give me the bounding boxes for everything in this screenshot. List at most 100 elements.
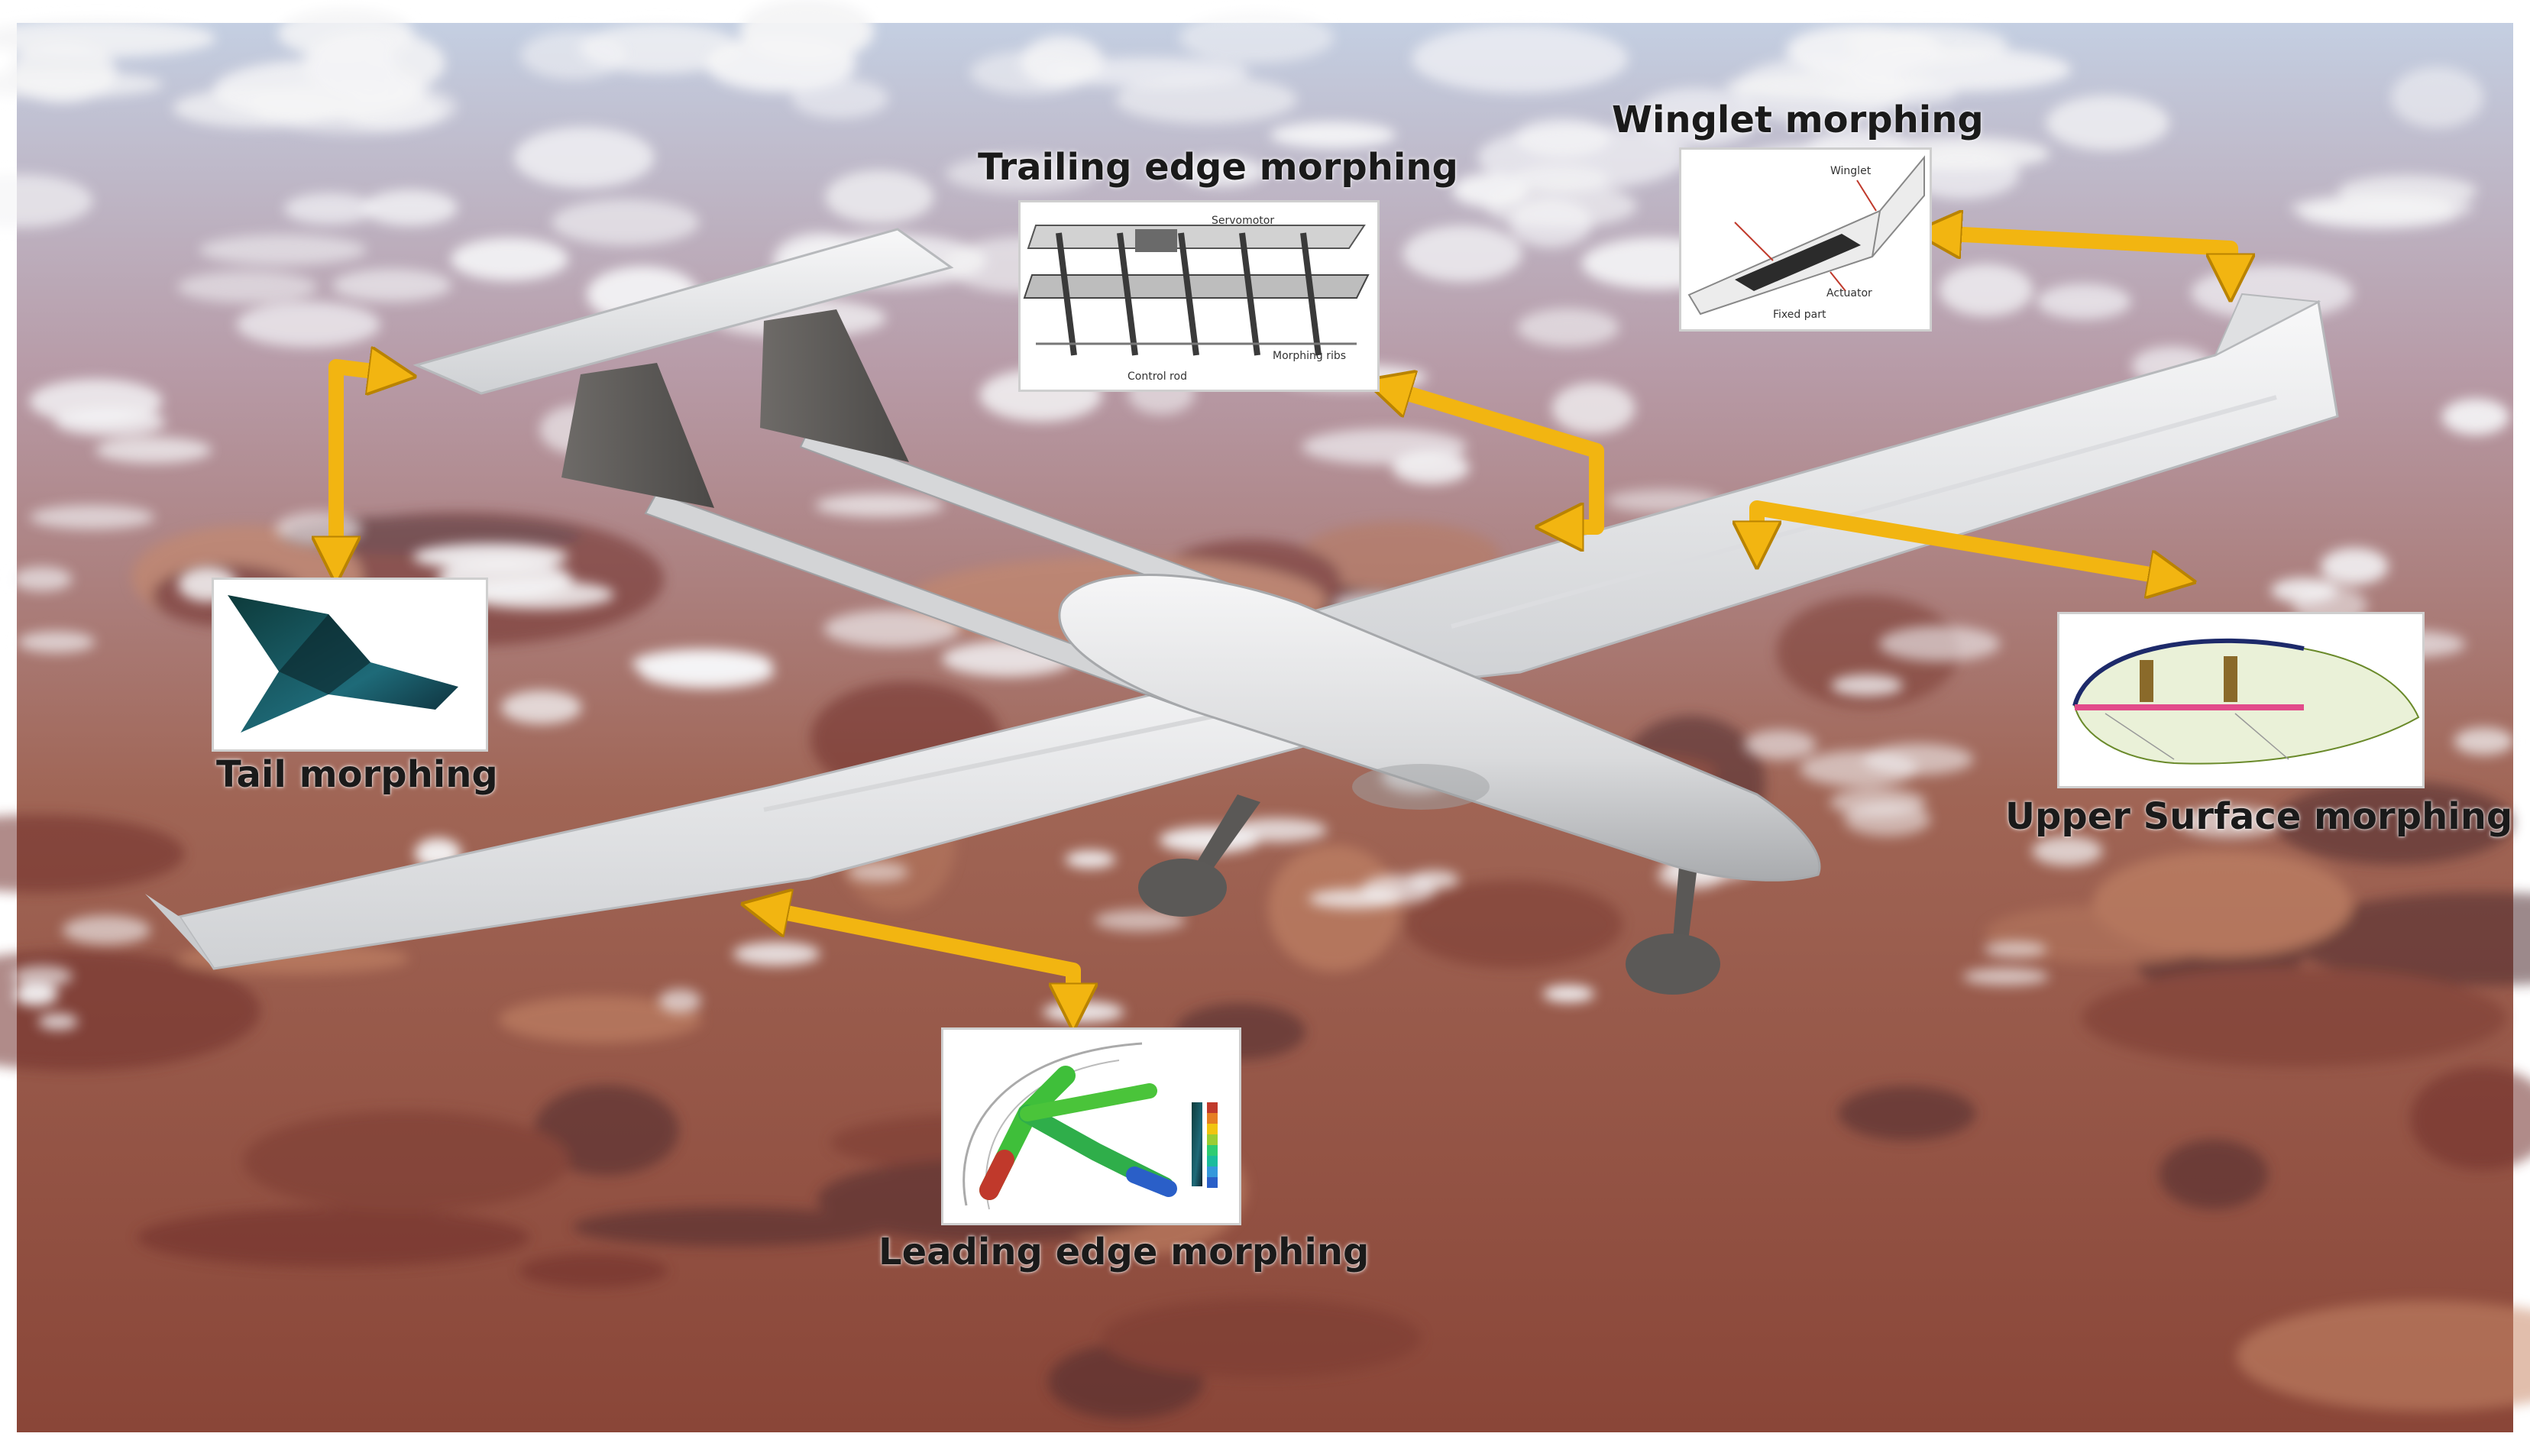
cloud <box>29 504 155 530</box>
cloud <box>1402 225 1522 282</box>
cloud <box>251 79 458 134</box>
colorbar-swatch <box>1207 1145 1218 1156</box>
cloud <box>2046 95 2169 150</box>
cloud <box>1845 25 2008 63</box>
terrain-patch <box>1267 845 1400 972</box>
cloud <box>791 78 889 119</box>
terrain-patch <box>2082 968 2506 1067</box>
cloud <box>8 42 117 103</box>
cloud <box>0 174 93 228</box>
cloud <box>1094 909 1186 932</box>
cloud <box>1065 850 1116 869</box>
colorbar-swatch <box>1207 1177 1218 1188</box>
cloud <box>236 301 380 348</box>
cloud <box>199 234 367 266</box>
tail-inset <box>212 578 488 752</box>
trailing-edge-morphing-label: Trailing edge morphing <box>978 146 1458 189</box>
cloud <box>847 862 909 882</box>
cloud <box>1799 750 1918 788</box>
servomotor-annotation: Servomotor <box>1212 215 1274 227</box>
cloud <box>1020 35 1104 89</box>
winglet-inset: Winglet Actuator Fixed part <box>1679 147 1932 332</box>
morphing-ribs-annotation: Morphing ribs <box>1273 350 1346 362</box>
cloud <box>17 631 95 653</box>
cloud <box>11 566 73 592</box>
right-winglet <box>2213 293 2321 358</box>
terrain-patch <box>1102 1298 1422 1378</box>
cloud <box>2320 548 2389 585</box>
cloud <box>2454 727 2514 756</box>
cloud <box>1179 156 1265 187</box>
terrain-patch <box>572 1207 886 1247</box>
upper-surface-morphing-label: Upper Surface morphing <box>2005 795 2513 838</box>
cloud <box>362 189 458 226</box>
leading-edge-inset <box>941 1027 1241 1225</box>
horizontal-stabilizer <box>412 228 954 395</box>
cloud <box>1939 264 2033 317</box>
colorbar-swatch <box>1207 1166 1218 1177</box>
colorbar-swatch <box>1207 1102 1218 1113</box>
cloud <box>2390 66 2484 128</box>
cloud <box>825 170 934 224</box>
cloud <box>1179 11 1335 63</box>
winglet-morphing-label: Winglet morphing <box>1612 99 1984 141</box>
colorbar-swatch <box>1207 1124 1218 1134</box>
left-vertical-fin <box>561 363 714 508</box>
cloud <box>1878 626 2001 662</box>
trailing-edge-inset: Servomotor Morphing ribs Control rod <box>1018 200 1380 392</box>
cloud <box>450 237 569 281</box>
cloud <box>2037 283 2131 320</box>
cloud <box>29 378 163 424</box>
terrain-patch <box>2092 849 2352 956</box>
cloud <box>332 268 452 302</box>
cloud <box>13 983 58 1006</box>
leading-edge-arrow <box>760 908 1073 1012</box>
terrain-patch <box>137 1208 530 1267</box>
main-landing-gear <box>1192 794 1260 877</box>
cloud <box>95 436 212 464</box>
terrain-patch <box>1776 595 1959 708</box>
winglet-arrow <box>1933 233 2231 283</box>
terrain-patch <box>2410 1066 2530 1170</box>
cloud <box>1831 674 1904 697</box>
fixed-part-annotation: Fixed part <box>1773 309 1826 321</box>
winglet-annotation: Winglet <box>1830 165 1872 177</box>
cloud <box>1634 87 1758 147</box>
cloud <box>520 30 627 80</box>
arrow-group <box>336 233 2231 1012</box>
cloud <box>1830 788 1927 817</box>
terrain-patch <box>519 1253 668 1289</box>
cloud <box>733 941 820 966</box>
left-wing-tip <box>145 894 214 969</box>
control-rod-annotation: Control rod <box>1128 370 1187 383</box>
cloud <box>1822 79 1957 108</box>
terrain-patch <box>534 1085 679 1176</box>
cloud <box>500 690 582 724</box>
cloud <box>1042 1001 1124 1023</box>
stress-colorbar <box>1207 1102 1218 1188</box>
terrain-patch <box>2236 1300 2530 1412</box>
cloud <box>945 154 1097 193</box>
cloud <box>815 493 944 517</box>
cloud <box>277 8 414 58</box>
right-vertical-fin <box>760 309 909 462</box>
cloud <box>11 965 73 988</box>
terrain-patch <box>2289 892 2530 986</box>
cloud <box>552 199 700 246</box>
cloud <box>62 915 151 945</box>
trailing-edge-arrow <box>1383 386 1604 527</box>
cloud <box>1115 75 1298 124</box>
terrain-patch <box>499 995 702 1043</box>
actuator-annotation: Actuator <box>1826 287 1872 299</box>
cloud <box>1514 118 1611 157</box>
cloud <box>1962 968 2050 985</box>
tail-arrow <box>336 367 397 565</box>
colorbar-swatch <box>1207 1113 1218 1124</box>
cloud <box>1302 429 1467 465</box>
cloud <box>412 543 568 571</box>
colorbar-swatch <box>1207 1134 1218 1145</box>
cloud <box>1270 121 1396 149</box>
terrain-patch <box>2159 1139 2269 1210</box>
cloud <box>823 610 960 648</box>
